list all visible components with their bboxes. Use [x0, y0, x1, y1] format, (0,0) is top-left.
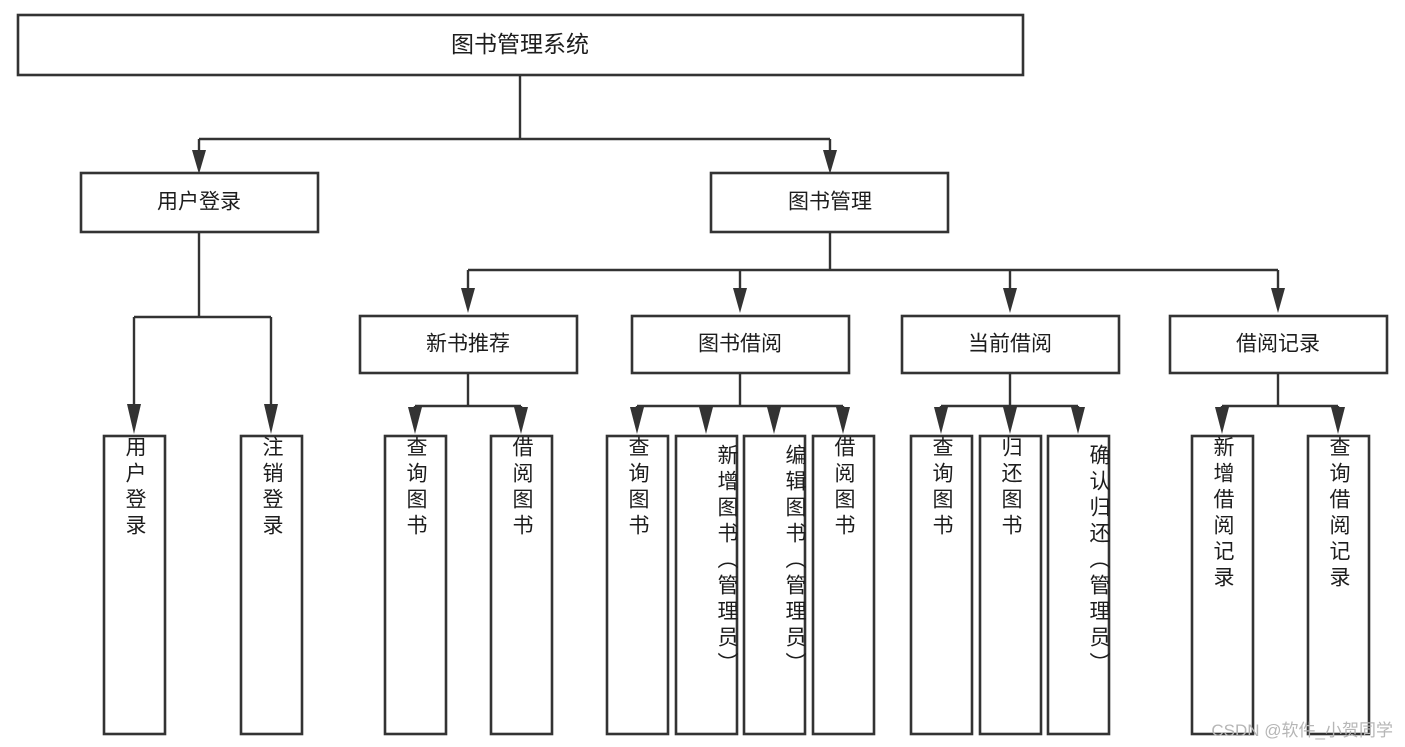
- arrow-leaf-query-record: [1331, 407, 1345, 434]
- leaf-edit-book-box[interactable]: [742, 434, 807, 736]
- leaf-borrow-book-2-box[interactable]: [811, 434, 876, 736]
- arrow-leaf-edit-book: [767, 407, 781, 434]
- node-book-borrow[interactable]: 图书借阅: [630, 314, 851, 375]
- connector-group-borrow-record: [1215, 373, 1345, 434]
- node-borrow-record-label: 借阅记录: [1236, 333, 1320, 356]
- arrow-to-borrow-record: [1271, 288, 1285, 313]
- leaf-add-record-box[interactable]: [1190, 434, 1255, 736]
- node-current-borrow[interactable]: 当前借阅: [900, 314, 1121, 375]
- arrow-to-book-manage: [823, 150, 837, 174]
- node-root-label: 图书管理系统: [451, 31, 589, 57]
- connector-group-new-book-rec: [408, 373, 528, 434]
- node-user-login-box[interactable]: [79, 171, 320, 234]
- node-book-borrow-label: 图书借阅: [698, 333, 782, 356]
- arrow-to-current-borrow: [1003, 288, 1017, 313]
- node-current-borrow-box[interactable]: [900, 314, 1121, 375]
- arrow-leaf-borrow-book-1: [514, 407, 528, 434]
- leaf-add-book-box[interactable]: [674, 434, 739, 736]
- arrow-to-new-book-rec: [461, 288, 475, 313]
- connector-group-user-login: [127, 232, 278, 434]
- arrow-leaf-query-book-3: [934, 407, 948, 434]
- arrow-to-book-borrow: [733, 288, 747, 313]
- node-book-borrow-box[interactable]: [630, 314, 851, 375]
- leaf-user-login-box[interactable]: [102, 434, 167, 736]
- connector-group-root: [192, 75, 837, 174]
- arrow-leaf-add-record: [1215, 407, 1229, 434]
- node-user-login[interactable]: 用户登录: [79, 171, 320, 234]
- leaf-query-record-box[interactable]: [1306, 434, 1371, 736]
- connector-group-book-borrow: [630, 373, 850, 434]
- connector-group-book-manage: [461, 232, 1285, 313]
- arrow-leaf-logout: [264, 404, 278, 434]
- node-current-borrow-label: 当前借阅: [968, 333, 1052, 356]
- node-new-book-rec-box[interactable]: [358, 314, 579, 375]
- leaf-borrow-book-1-box[interactable]: [489, 434, 554, 736]
- leaf-query-book-1-box[interactable]: [383, 434, 448, 736]
- arrow-leaf-borrow-book-2: [836, 407, 850, 434]
- leaf-boxes: [102, 434, 1371, 736]
- arrow-leaf-user-login: [127, 404, 141, 434]
- connector-group-current-borrow: [934, 373, 1085, 434]
- node-book-manage-label: 图书管理: [788, 191, 872, 214]
- arrow-leaf-query-book-2: [630, 407, 644, 434]
- leaf-query-book-2-box[interactable]: [605, 434, 670, 736]
- node-root[interactable]: 图书管理系统: [16, 13, 1025, 77]
- leaf-query-book-3-box[interactable]: [909, 434, 974, 736]
- arrow-leaf-add-book: [699, 407, 713, 434]
- node-root-box[interactable]: [16, 13, 1025, 77]
- node-new-book-rec-label: 新书推荐: [426, 333, 510, 356]
- arrow-leaf-confirm-return: [1071, 407, 1085, 434]
- node-book-manage[interactable]: 图书管理: [709, 171, 950, 234]
- node-new-book-rec[interactable]: 新书推荐: [358, 314, 579, 375]
- leaf-return-book-box[interactable]: [978, 434, 1043, 736]
- node-borrow-record[interactable]: 借阅记录: [1168, 314, 1389, 375]
- arrow-leaf-return-book: [1003, 407, 1017, 434]
- node-book-manage-box[interactable]: [709, 171, 950, 234]
- leaf-confirm-return-box[interactable]: [1046, 434, 1111, 736]
- arrow-leaf-query-book-1: [408, 407, 422, 434]
- node-borrow-record-box[interactable]: [1168, 314, 1389, 375]
- arrow-to-user-login: [192, 150, 206, 174]
- leaf-logout-box[interactable]: [239, 434, 304, 736]
- node-user-login-label: 用户登录: [157, 191, 241, 214]
